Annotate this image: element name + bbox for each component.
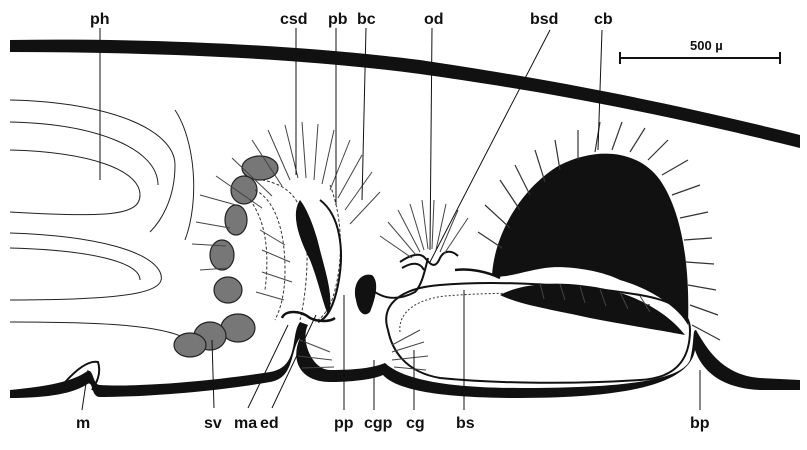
label-ma: ma xyxy=(234,415,257,432)
label-bc: bc xyxy=(357,11,376,28)
shell-glands xyxy=(380,200,468,258)
scale-bar-label: 500 µ xyxy=(690,38,723,53)
seminal-vesicle xyxy=(174,156,278,357)
scale-bar: 500 µ xyxy=(620,38,780,64)
label-od: od xyxy=(424,11,444,28)
oviduct xyxy=(400,252,458,270)
label-sv: sv xyxy=(204,415,222,432)
label-bp: bp xyxy=(690,415,710,432)
label-cg: cg xyxy=(406,415,425,432)
label-bs: bs xyxy=(456,415,475,432)
genital-atrium xyxy=(355,275,376,315)
label-pp: pp xyxy=(334,415,354,432)
penis-bulb-lumen xyxy=(296,200,331,315)
label-ed: ed xyxy=(260,415,279,432)
label-cgp: cgp xyxy=(364,415,393,432)
label-cb: cb xyxy=(594,11,613,28)
pharynx xyxy=(10,100,194,338)
label-pb: pb xyxy=(328,11,348,28)
label-bsd: bsd xyxy=(530,11,558,28)
label-csd: csd xyxy=(280,11,308,28)
label-m: m xyxy=(76,415,90,432)
dorsal-body-wall xyxy=(10,40,800,148)
label-ph: ph xyxy=(90,11,110,28)
